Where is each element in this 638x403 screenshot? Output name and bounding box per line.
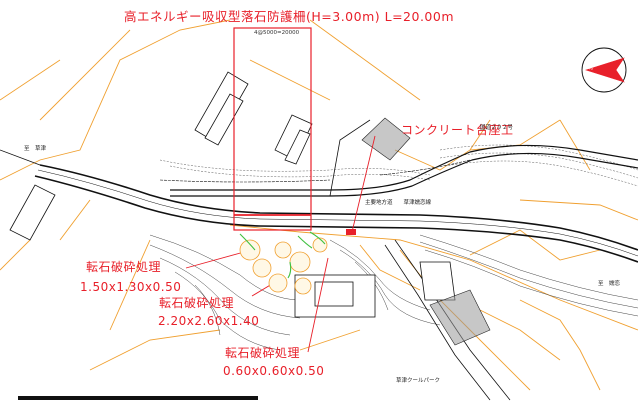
boulder1-label: 転石破砕処理	[86, 260, 162, 274]
fence-span-box	[233, 27, 312, 231]
green-marks	[239, 231, 326, 279]
main-road	[34, 164, 638, 263]
north-letter: 北	[588, 65, 594, 71]
to-tsumagoi-label: 至 嬬恋	[598, 281, 621, 287]
to-kusatsu-label: 至 草津	[24, 146, 47, 152]
main-road-label: 主要地方道 草津嬬恋線	[365, 200, 432, 206]
contours-upper	[159, 144, 638, 187]
park-label: 草津クールパーク	[396, 378, 441, 384]
pedestal-marker	[346, 229, 356, 235]
drawing-title: 高エネルギー吸収型落石防護柵(H=3.00m) L=20.00m	[124, 9, 455, 24]
concrete-pedestal-label: コンクリート台座工	[401, 123, 514, 137]
route-292-label: 国道２９２号	[480, 125, 514, 131]
boulder3-label: 転石破砕処理	[225, 346, 301, 360]
span-dimension-label: 4@5000=20000	[254, 30, 300, 36]
north-arrow-icon	[581, 47, 627, 93]
boulder1-dims: 1.50x1.30x0.50	[80, 280, 182, 294]
route-292	[170, 144, 638, 197]
fence	[159, 159, 471, 183]
leader-lines	[185, 135, 376, 353]
parcel-boundaries	[0, 19, 638, 391]
buildings	[9, 71, 456, 318]
boulders	[239, 237, 328, 295]
hatched-areas	[361, 117, 491, 346]
scale-bar	[18, 396, 258, 400]
boulder2-dims: 2.20x2.60x1.40	[158, 314, 260, 328]
contours-lower	[149, 234, 638, 351]
boulder2-label: 転石破砕処理	[159, 296, 235, 310]
boulder3-dims: 0.60x0.60x0.50	[223, 364, 325, 378]
road-center	[37, 169, 638, 257]
